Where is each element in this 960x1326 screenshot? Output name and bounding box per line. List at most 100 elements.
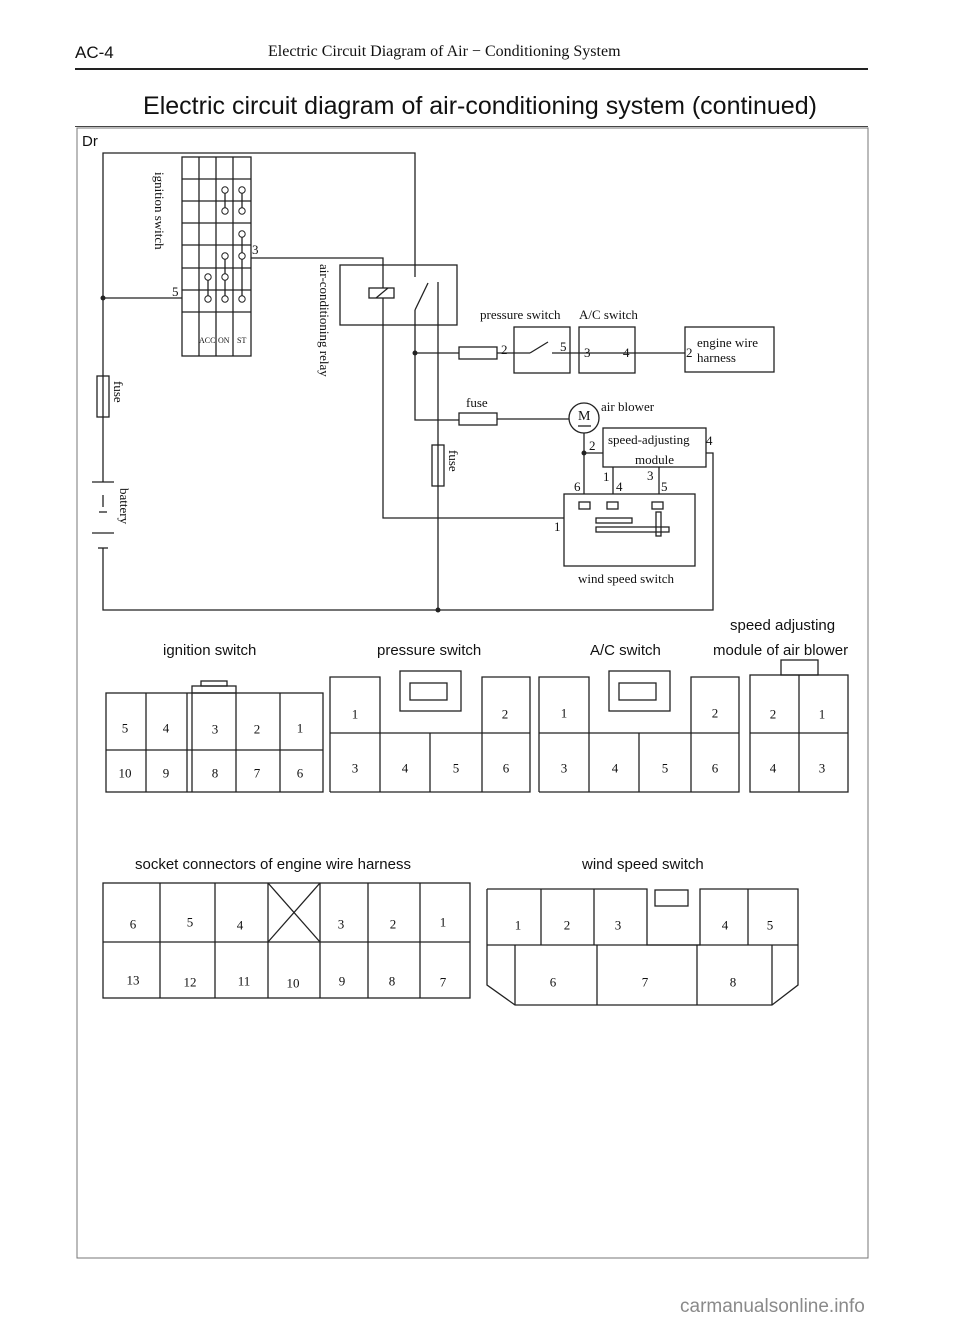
pin-label: 3 <box>211 721 219 737</box>
engine-harness-box <box>684 326 775 373</box>
pin-label: 3 <box>560 760 568 776</box>
module-label-2: module <box>635 452 674 467</box>
pressure-pin-out: 5 <box>560 339 567 354</box>
harness-pin: 2 <box>686 345 693 360</box>
pressure-pin-in: 2 <box>501 342 508 357</box>
section-title: Electric Circuit Diagram of Air − Condit… <box>268 43 621 60</box>
conn-title-module-1: speed adjusting <box>730 617 836 634</box>
pin-label: 6 <box>711 760 719 776</box>
fuse-relay <box>431 444 445 487</box>
conn-title-ac: A/C switch <box>590 642 661 659</box>
fuse-label-blower: fuse <box>466 395 488 410</box>
wire-bottom <box>102 452 714 611</box>
module-pin-4: 4 <box>706 433 713 448</box>
watermark: carmanualsonline.info <box>680 1296 865 1317</box>
module-pin-3: 3 <box>647 468 654 483</box>
pin-label: 1 <box>560 705 568 721</box>
page-code: AC-4 <box>75 43 114 62</box>
title-rule <box>75 126 868 127</box>
pin-label: 8 <box>729 974 737 990</box>
pin-label: 4 <box>236 917 244 933</box>
pin-label: 13 <box>126 972 140 988</box>
pin-label: 1 <box>296 720 304 736</box>
pin-label: 5 <box>661 760 669 776</box>
pin-label: 6 <box>502 760 510 776</box>
connector-speed-module <box>749 659 849 793</box>
motor-symbol: M <box>578 409 591 424</box>
pin-label: 2 <box>563 917 571 933</box>
junction-dot <box>100 295 106 301</box>
connector-wind-speed-switch <box>486 888 799 1006</box>
pin-label: 3 <box>818 760 826 776</box>
pin-label: 4 <box>769 760 777 776</box>
pin-label: 1 <box>514 917 522 933</box>
pin-label: 7 <box>641 974 649 990</box>
module-pin-1: 1 <box>603 469 610 484</box>
pin-label: 3 <box>614 917 622 933</box>
relay-label: air-conditioning relay <box>317 264 332 377</box>
ignition-pin-5: 5 <box>172 284 179 299</box>
relay-contact-blade <box>414 282 429 311</box>
battery-label: battery <box>117 488 132 525</box>
ignition-pin-3: 3 <box>252 242 259 257</box>
wind-pin-5: 5 <box>661 479 668 494</box>
conn-title-ignition: ignition switch <box>163 642 257 659</box>
connector-pressure-switch <box>329 670 531 793</box>
air-blower-label: air blower <box>601 399 655 414</box>
pin-label: 9 <box>162 765 170 781</box>
fuse-blower <box>458 412 498 426</box>
wind-switch-box <box>563 493 696 567</box>
pin-label: 8 <box>388 973 396 989</box>
ac-pin-in: 3 <box>584 345 591 360</box>
pin-label: 2 <box>711 705 719 721</box>
pin-label: 7 <box>253 765 261 781</box>
pin-label: 1 <box>351 706 359 722</box>
ignition-contacts <box>204 186 246 303</box>
pin-label: 9 <box>338 973 346 989</box>
pin-label: 7 <box>439 974 447 990</box>
pin-label: 5 <box>452 760 460 776</box>
corner-label: Dr <box>82 133 98 150</box>
pin-label: 2 <box>769 706 777 722</box>
pos-on: ON <box>218 336 230 345</box>
ac-switch-box <box>578 326 636 374</box>
junction-dot <box>435 607 441 613</box>
pin-label: 10 <box>118 765 132 781</box>
relay-box <box>339 264 458 326</box>
fuse-main <box>96 375 110 418</box>
fuse-pressure <box>458 346 498 360</box>
fuse-label-main: fuse <box>111 381 126 403</box>
pressure-switch-blade <box>529 341 549 354</box>
connector-ac-switch <box>538 670 740 793</box>
pin-label: 4 <box>162 720 170 736</box>
pin-label: 2 <box>389 916 397 932</box>
pin-label: 4 <box>611 760 619 776</box>
wind-switch-label: wind speed switch <box>578 571 675 586</box>
speed-module-box <box>602 427 707 468</box>
pin-label: 1 <box>439 914 447 930</box>
pos-acc: ACC <box>199 336 216 345</box>
wind-pin-6: 6 <box>574 479 581 494</box>
pin-label: 11 <box>237 973 251 989</box>
pin-label: 3 <box>337 916 345 932</box>
pressure-switch-label: pressure switch <box>480 307 561 322</box>
wind-pin-1: 1 <box>554 519 561 534</box>
pin-label: 6 <box>549 974 557 990</box>
pin-label: 6 <box>129 916 137 932</box>
pin-label: 2 <box>253 721 261 737</box>
junction-dot <box>412 350 418 356</box>
conn-title-module-2: module of air blower <box>713 642 849 659</box>
pin-label: 10 <box>286 975 300 991</box>
pin-label: 3 <box>351 760 359 776</box>
diagram-frame <box>76 127 869 1259</box>
pin-label: 1 <box>818 706 826 722</box>
module-pin-2: 2 <box>589 438 596 453</box>
relay-coil <box>368 287 395 299</box>
pin-label: 5 <box>121 720 129 736</box>
conn-title-wind: wind speed switch <box>582 856 704 873</box>
pin-label: 8 <box>211 765 219 781</box>
fuse-label-relay: fuse <box>446 450 461 472</box>
pin-label: 2 <box>501 706 509 722</box>
conn-title-harness: socket connectors of engine wire harness <box>135 856 411 873</box>
